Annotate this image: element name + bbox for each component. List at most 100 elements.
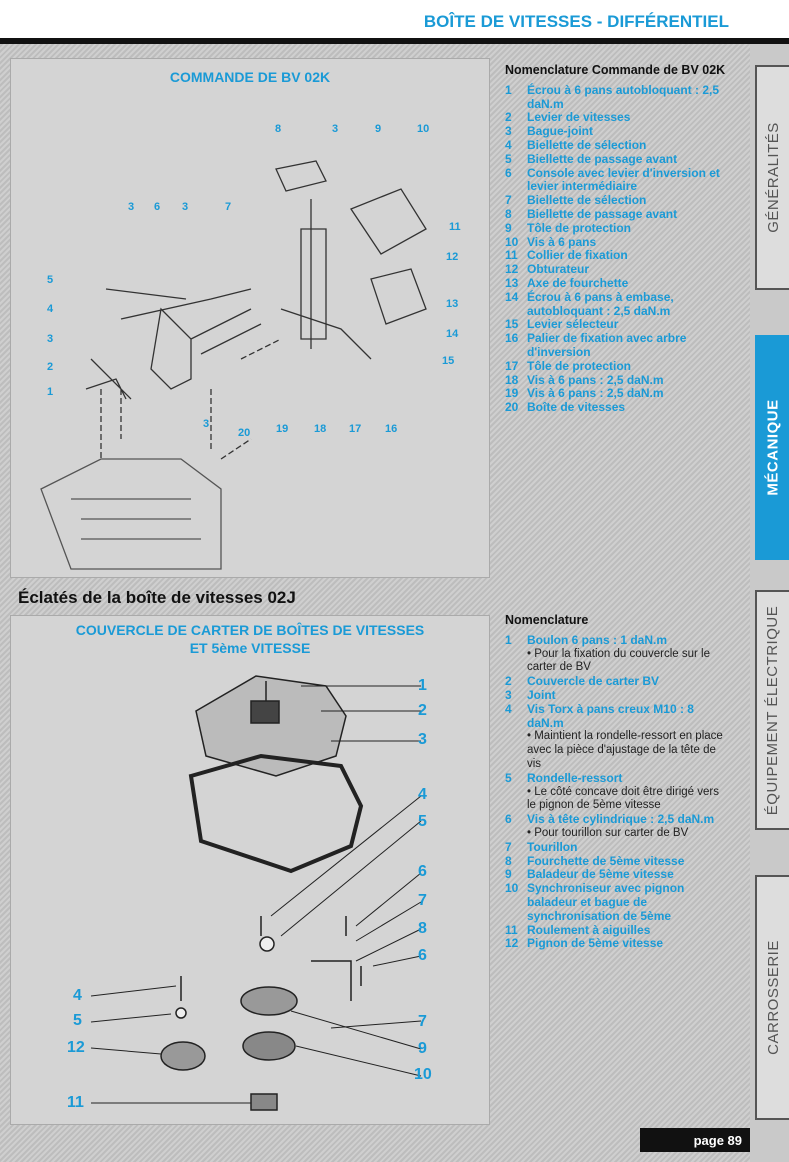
linkage-drawing [40,160,427,570]
nomenclature-item: 11 Collier de fixation [505,249,730,263]
item-number: 6 [505,165,512,180]
item-label: Biellette de sélection [527,193,647,208]
item-number: 5 [505,770,512,785]
callout: 18 [314,423,327,435]
item-number: 4 [505,137,512,152]
item-number: 17 [505,358,519,373]
callout: 17 [349,423,362,435]
item-number: 9 [505,220,512,235]
item-number: 7 [505,193,512,208]
item-number: 20 [505,400,519,415]
callout: 8 [275,123,282,135]
item-label: Couvercle de carter BV [527,674,660,689]
item-number: 12 [505,936,519,951]
nomenclature-item: 8 Biellette de passage avant [505,206,730,222]
tab-generalites[interactable]: GÉNÉRALITÉS [755,65,789,290]
callout: 7 [418,1013,427,1030]
item-number: 6 [505,812,512,827]
page-title: BOÎTE DE VITESSES - DIFFÉRENTIEL [423,12,729,31]
item-label: Levier sélecteur [527,317,619,332]
item-number: 2 [505,110,512,125]
callout: 14 [446,328,459,340]
nomenclature-item: 16 Palier de fixation avec arbre d'invers… [505,331,730,360]
callout: 6 [154,201,161,213]
callout: 13 [446,298,459,310]
item-number: 18 [505,372,519,387]
callout: 9 [418,1040,427,1057]
callout: 3 [47,333,54,345]
callout: 7 [225,201,232,213]
item-label: Collier de fixation [527,248,628,263]
callout: 8 [418,920,427,937]
tab-equipement-electrique[interactable]: ÉQUIPEMENT ÉLECTRIQUE [755,590,789,830]
item-number: 8 [505,206,512,221]
callout: 2 [47,361,54,373]
item-label: Boulon 6 pans : 1 daN.m [527,632,668,647]
item-number: 7 [505,839,512,854]
diagram-title: ET 5ème VITESSE [189,640,311,656]
callout: 3 [418,731,427,748]
diagram-title: COMMANDE DE BV 02K [169,69,331,85]
item-label: Bague-joint [527,124,593,139]
callout: 3 [203,418,210,430]
nomenclature-item: 9 Baladeur de 5ème vitesse [505,868,730,882]
item-label: Biellette de passage avant [527,206,678,221]
item-number: 19 [505,386,519,401]
section-heading: Éclatés de la boîte de vitesses 02J [18,588,296,607]
tab-label: CARROSSERIE [764,940,782,1055]
item-number: 16 [505,331,519,346]
nomenclature-item: 18 Vis à 6 pans : 2,5 daN.m [505,372,730,388]
item-label: Fourchette de 5ème vitesse [527,853,685,868]
item-note: • Maintient la rondelle-ressort en place… [527,730,723,770]
item-number: 10 [505,234,519,249]
callout: 3 [128,201,135,213]
item-label: Axe de fourchette [527,275,629,290]
gearbox-exploded-drawing [90,675,422,1111]
diagram-title: COUVERCLE DE CARTER DE BOÎTES DE VITESSE… [75,622,425,638]
item-label: Roulement à aiguilles [527,922,651,937]
callout: 3 [332,123,339,135]
item-label: Tourillon [527,839,578,854]
item-label: Baladeur de 5ème vitesse [527,867,674,882]
callout: 10 [417,123,430,135]
callout: 10 [414,1066,432,1083]
item-label: Palier de fixation avec arbre d'inversio… [527,331,687,359]
nomenclature-item: 7 Tourillon [505,839,730,855]
callout: 2 [418,702,427,719]
item-label: Obturateur [527,262,590,277]
nomenclature-item: 11 Roulement à aiguilles [505,922,730,938]
item-label: Vis à 6 pans : 2,5 daN.m [527,372,664,387]
item-number: 11 [505,248,518,263]
diagram-couvercle-carter: COUVERCLE DE CARTER DE BOÎTES DE VITESSE… [10,615,490,1125]
tab-mecanique[interactable]: MÉCANIQUE [755,335,789,560]
header-rule [0,38,789,44]
item-number: 12 [505,262,519,277]
callout: 5 [47,274,54,286]
item-number: 11 [505,922,518,937]
item-label: Écrou à 6 pans autobloquant : 2,5 daN.m [527,82,720,111]
tab-label: GÉNÉRALITÉS [764,122,782,233]
tab-carrosserie[interactable]: CARROSSERIE [755,875,789,1120]
item-number: 1 [505,632,512,647]
callout: 16 [385,423,398,435]
item-number: 9 [505,867,512,882]
item-label: Biellette de passage avant [527,151,678,166]
item-number: 5 [505,151,512,166]
tab-label: MÉCANIQUE [764,399,782,496]
item-number: 2 [505,674,512,689]
callout: 6 [418,947,427,964]
item-number: 4 [505,701,512,716]
callout: 19 [276,423,289,435]
